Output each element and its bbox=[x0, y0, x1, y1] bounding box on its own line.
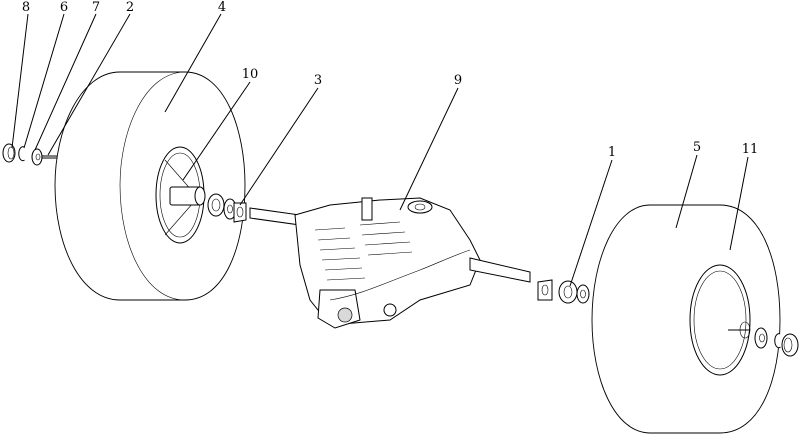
callout-11: 11 bbox=[742, 142, 759, 157]
transaxle bbox=[249, 197, 531, 329]
callouts: 8 6 7 2 4 10 3 9 1 5 11 bbox=[22, 0, 758, 160]
tire-right bbox=[591, 204, 781, 434]
washer-left-outer bbox=[31, 148, 43, 166]
tire-left bbox=[54, 71, 246, 301]
left-axle-shaft bbox=[249, 207, 301, 226]
washer-right-inner bbox=[576, 284, 590, 304]
callout-8: 8 bbox=[22, 0, 30, 15]
callout-4: 4 bbox=[218, 0, 226, 15]
bracket-right bbox=[537, 279, 553, 301]
rim-right bbox=[689, 264, 751, 376]
callout-2: 2 bbox=[126, 0, 134, 15]
retaining-ring-right bbox=[774, 333, 781, 349]
callout-1: 1 bbox=[608, 145, 616, 160]
bushing-right bbox=[558, 280, 578, 304]
washer-right-outer bbox=[754, 327, 768, 349]
leader-lines bbox=[11, 13, 749, 287]
callout-10: 10 bbox=[242, 67, 259, 82]
callout-3: 3 bbox=[314, 73, 322, 88]
bracket-left bbox=[233, 202, 247, 223]
right-axle-shaft bbox=[469, 257, 531, 283]
callout-6: 6 bbox=[60, 0, 68, 15]
retaining-ring-left bbox=[18, 146, 25, 162]
right-wheel-assembly bbox=[537, 204, 799, 434]
bushing-left bbox=[207, 193, 225, 217]
hub-cap-left bbox=[2, 143, 16, 163]
callout-7: 7 bbox=[92, 0, 100, 15]
callout-9: 9 bbox=[454, 73, 462, 88]
callout-5: 5 bbox=[693, 140, 701, 155]
hub-cap-right bbox=[781, 333, 799, 357]
filler-neck bbox=[361, 197, 373, 221]
left-wheel-assembly bbox=[2, 71, 247, 301]
